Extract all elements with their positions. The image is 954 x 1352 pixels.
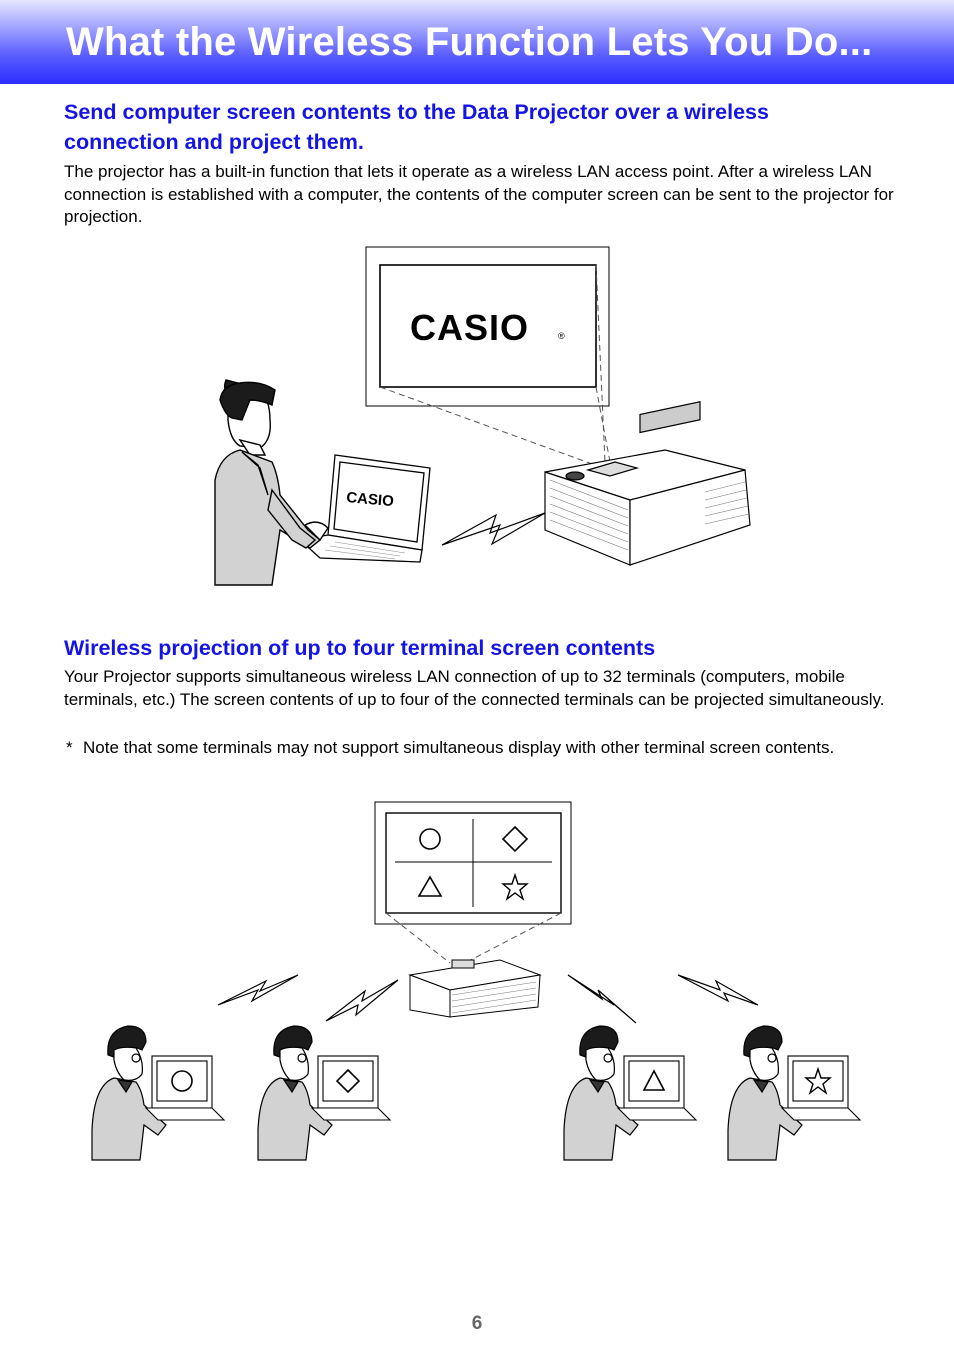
section1-heading-line1: Send computer screen contents to the Dat…	[64, 100, 769, 124]
section1-heading: Send computer screen contents to the Dat…	[64, 97, 769, 157]
man-operating-laptop-icon	[214, 379, 329, 586]
terminal-user-2	[257, 1025, 392, 1161]
triangle-shape-icon	[417, 875, 443, 897]
wireless-signal-icon	[567, 974, 637, 1024]
laptop-icon	[780, 1055, 862, 1121]
projection-beam-lines	[379, 264, 611, 466]
registered-mark-icon: ®	[558, 331, 565, 341]
wireless-signal-icon	[217, 974, 299, 1006]
wireless-signal-icon	[325, 979, 399, 1022]
terminal-user-1	[91, 1025, 226, 1161]
wireless-signal-icon	[677, 974, 759, 1006]
section1-heading-line2: connection and project them.	[64, 130, 364, 154]
figure-four-terminal-projection	[91, 801, 862, 1161]
wireless-signal-icon	[441, 512, 546, 546]
wireless-signals	[217, 974, 759, 1024]
projector-icon	[544, 400, 751, 566]
note-asterisk: *	[66, 738, 73, 757]
projection-screen-area	[379, 264, 597, 388]
circle-shape-icon	[171, 1070, 193, 1092]
section2-heading: Wireless projection of up to four termin…	[64, 636, 656, 660]
projector-icon	[408, 959, 542, 1018]
laptop-casio-logo: CASIO	[346, 489, 395, 510]
projection-beam-lines	[385, 912, 562, 964]
page-number: 6	[471, 1313, 483, 1334]
section1-body: The projector has a built-in function th…	[64, 162, 894, 227]
page-header-banner: What the Wireless Function Lets You Do..…	[0, 0, 954, 84]
diamond-shape-icon	[501, 825, 529, 853]
section2-body: Your Projector supports simultaneous wir…	[64, 667, 885, 709]
terminal-user-4	[727, 1025, 862, 1161]
diamond-shape-icon	[335, 1068, 361, 1094]
circle-shape-icon	[419, 828, 441, 850]
laptop-icon	[144, 1055, 226, 1121]
terminal-user-3	[563, 1025, 698, 1161]
triangle-shape-icon	[642, 1069, 666, 1091]
laptop-icon	[298, 454, 431, 563]
screen-casio-logo: CASIO	[410, 307, 529, 348]
star-shape-icon	[804, 1066, 832, 1095]
laptop-icon	[616, 1055, 698, 1121]
section2-note: Note that some terminals may not support…	[83, 738, 835, 757]
star-shape-icon	[501, 872, 529, 901]
page-title: What the Wireless Function Lets You Do..…	[66, 20, 873, 64]
figure-single-projection: CASIO ® CASIO	[214, 246, 751, 586]
laptop-icon	[310, 1055, 392, 1121]
